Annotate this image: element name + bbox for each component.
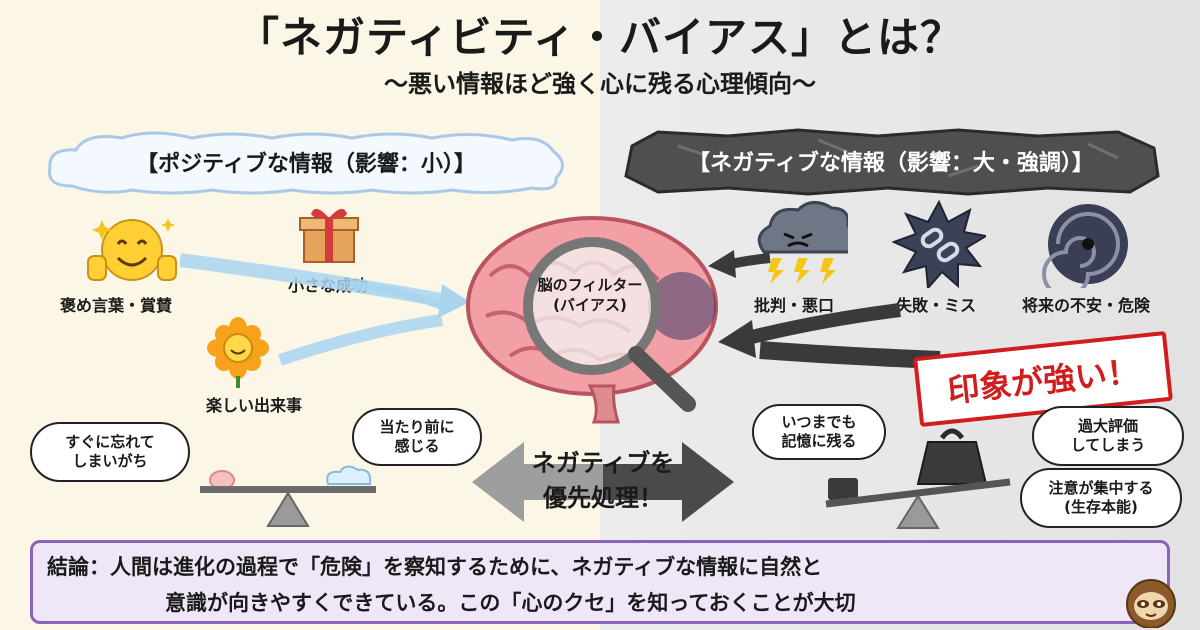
sloth-mascot-icon	[1126, 579, 1176, 628]
rock-shape	[624, 128, 1160, 196]
conclusion-line2: 意識が向きやすくできている。この「心のクセ」を知っておくことが大切	[165, 591, 856, 615]
bubble-memory: いつまでも 記憶に残る	[752, 404, 886, 460]
conclusion-box: 結論：人間は進化の過程で「危険」を察知するために、ネガティブな情報に自然と 意識…	[30, 540, 1170, 624]
bubble-normal: 当たり前に 感じる	[352, 408, 482, 466]
dark-vortex-icon	[1042, 204, 1128, 288]
brain-filter-label: 脳のフィルター (バイアス)	[530, 276, 650, 315]
positive-arrows	[180, 253, 470, 366]
bubble-forget: すぐに忘れて しまいがち	[30, 422, 190, 482]
page-title: 「ネガティビティ・バイアス」とは？	[237, 13, 963, 62]
bubble-overestimate: 過大評価 してしまう	[1032, 406, 1184, 466]
center-caption-line1: ネガティブを	[531, 449, 675, 477]
positive-balance-scale-icon	[200, 465, 376, 527]
brain-icon	[466, 216, 718, 424]
center-caption-line2: 優先処理！	[543, 483, 663, 512]
negative-balance-scale-icon	[825, 428, 1011, 529]
positive-item-fun: 楽しい出来事	[206, 396, 303, 415]
storm-cloud-icon	[757, 201, 848, 284]
broken-chain-burst-icon	[892, 200, 986, 288]
gift-box-icon	[299, 208, 359, 263]
negative-banner-text: 【ネガティブな情報（影響：大・強調）】	[688, 151, 1094, 176]
negative-item-failure: 失敗・ミス	[896, 296, 977, 315]
negative-item-anxiety: 将来の不安・危険	[1022, 296, 1151, 315]
double-arrow-icon	[472, 442, 734, 522]
brain-filter-text: 脳のフィルター (バイアス)	[537, 276, 643, 314]
negative-banner: 【ネガティブな情報（影響：大・強調）】	[618, 126, 1164, 196]
center-caption: ネガティブを 優先処理！	[510, 446, 696, 516]
page-subtitle: 〜悪い情報ほど強く心に残る心理傾向〜	[384, 70, 816, 98]
bubble-focus: 注意が集中する (生存本能)	[1020, 468, 1182, 528]
positive-banner: 【ポジティブな情報（影響：小）】	[42, 128, 570, 196]
cloud-shape	[47, 131, 564, 195]
smiling-flower-icon	[207, 317, 269, 388]
conclusion-line1: 結論：人間は進化の過程で「危険」を察知するために、ネガティブな情報に自然と	[47, 555, 823, 579]
smiley-thumbs-up-icon	[87, 218, 177, 281]
positive-banner-text: 【ポジティブな情報（影響：小）】	[136, 152, 476, 177]
negative-item-criticism: 批判・悪口	[754, 296, 835, 315]
positive-item-praise: 褒め言葉・賞賛	[60, 296, 173, 315]
